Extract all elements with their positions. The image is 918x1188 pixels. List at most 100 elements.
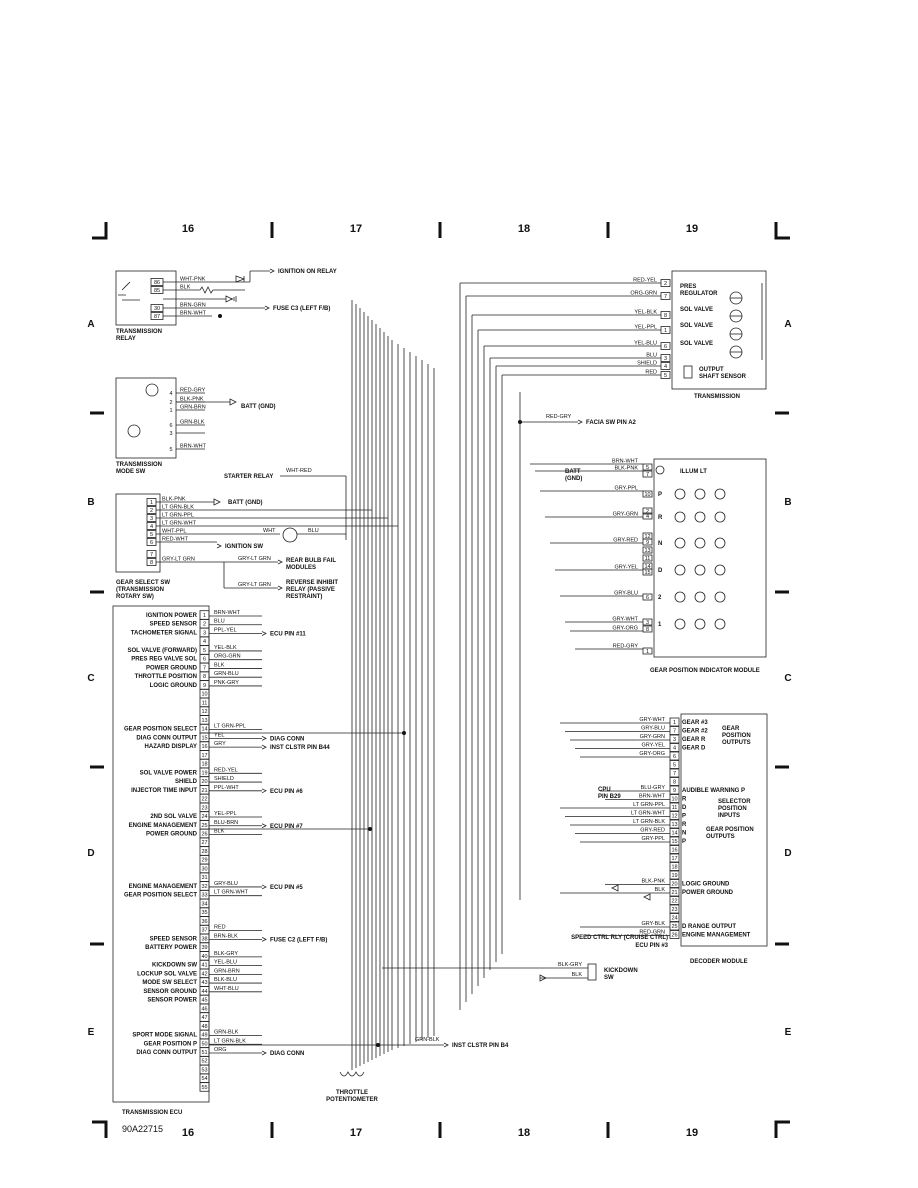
ecu-pin-label: ENGINE MANAGEMENT	[129, 823, 198, 829]
grid-dash-right	[775, 590, 789, 594]
ecu-wire-label: ORG-GRN	[214, 654, 241, 660]
grid-column-label-top: 16	[182, 223, 194, 235]
decoder-wire-label: GRY-YEL	[641, 743, 665, 749]
indicator-led-icon	[714, 537, 726, 549]
ecu-pin-label: THROTTLE POSITION	[135, 674, 197, 680]
inst-clstr-b4-label: INST CLSTR PIN B4	[452, 1043, 509, 1049]
decoder-pin-box	[669, 853, 680, 863]
decoder-wire-label: RED-GRN	[639, 930, 665, 936]
indicator-pin-number: 11	[645, 556, 651, 562]
decoder-pin-box	[669, 887, 680, 897]
indicator-wire-label: BLK-PNK	[614, 466, 638, 472]
decoder-wire-label: GRY-WHT	[639, 717, 665, 723]
decoder-pin-label: P	[682, 814, 686, 820]
ecu-wire-label: RED-YEL	[214, 767, 238, 773]
indicator-pin-number: 9	[646, 540, 649, 546]
decoder-pin-label: D	[682, 805, 687, 811]
grid-row-letter-left: D	[87, 848, 94, 859]
potentiometer-icon	[339, 1071, 365, 1077]
gear-select-dest-ignition: IGNITION SW	[225, 544, 263, 550]
ecu-pin-number: 15	[201, 735, 207, 741]
ecu-pin-label: MODE SW SELECT	[142, 980, 197, 986]
indicator-pin-box	[642, 546, 653, 554]
relay-coil-icon	[118, 281, 140, 301]
grid-row-letter-left: B	[87, 497, 94, 508]
decoder-pin-number: 5	[673, 763, 676, 769]
gear-indicator-module-label: GEAR POSITION INDICATOR MODULE	[650, 668, 760, 674]
ecu-pin-number: 24	[201, 814, 207, 820]
ecu-pin-destination: ECU PIN #6	[270, 789, 303, 795]
ecu-pin-number: 8	[203, 674, 206, 680]
transmission-relay-box	[115, 270, 177, 326]
grid-tick-top	[438, 222, 442, 238]
decoder-wire-label: LT GRN-WHT	[631, 811, 666, 817]
ecu-pin-number: 51	[201, 1050, 207, 1056]
decoder-pin-box	[669, 921, 680, 931]
ecu-pin-label: SENSOR POWER	[147, 998, 197, 1004]
ecu-pin-number: 16	[201, 744, 207, 750]
wire-wht-label: WHT	[263, 528, 276, 534]
ecu-pin-box	[199, 1082, 210, 1092]
ecu-pin-label: SENSOR GROUND	[143, 989, 197, 995]
transmission-wire-label: RED-YEL	[633, 278, 657, 284]
decoder-pin-label: POWER GROUND	[682, 890, 734, 896]
gear-select-pin-number: 8	[150, 560, 153, 566]
grid-row-letter-right: A	[784, 319, 791, 330]
decoder-wire-label: BLK-PNK	[641, 879, 665, 885]
indicator-wire-label: GRY-PPL	[614, 486, 638, 492]
connector-arrow-icon	[261, 744, 267, 750]
gear-select-pin-box	[146, 550, 157, 558]
decoder-pin-label: GEAR D	[682, 746, 706, 752]
ecu-pin-number: 17	[201, 753, 207, 759]
inst-clstr-b4-wire: GRN-BLK	[415, 1037, 440, 1043]
ecu-wire-label: BLK	[214, 662, 225, 668]
decoder-pin-number: 7	[673, 729, 676, 735]
indicator-led-icon	[714, 511, 726, 523]
decoder-pin-number: 8	[673, 780, 676, 786]
ground-icon	[611, 884, 619, 892]
indicator-led-icon	[714, 591, 726, 603]
decoder-pin-box	[669, 794, 680, 803]
connector-arrow-icon	[277, 585, 283, 591]
decoder-wire-label: GRY-BLU	[641, 726, 665, 732]
ecu-pin-label: KICKDOWN SW	[152, 963, 197, 969]
ecu-wire-label: YEL	[214, 732, 224, 738]
transmission-mode-sw-box	[115, 377, 177, 459]
decoder-pin-box	[669, 836, 680, 846]
grid-column-label-top: 17	[350, 223, 362, 235]
ecu-wire-label: BRN-WHT	[214, 610, 241, 616]
led-icon	[127, 424, 141, 438]
indicator-letter: D	[658, 568, 663, 574]
wire-blu-label: BLU	[308, 528, 319, 534]
ecu-pin-label: SOL VALVE (FORWARD)	[127, 648, 197, 654]
decoder-pin-box	[669, 726, 680, 735]
grid-dash-right	[775, 942, 789, 946]
indicator-led-icon	[674, 488, 686, 500]
decoder-pin-number: 3	[673, 737, 676, 743]
decoder-pin-box	[669, 904, 680, 914]
sensor-icon	[683, 365, 693, 379]
indicator-led-icon	[694, 618, 706, 630]
ecu-pin-label: SPEED SENSOR	[150, 622, 198, 628]
connector-arrow-icon	[261, 884, 267, 890]
ecu-wire-label: ORG	[214, 1047, 227, 1053]
gear-select-pin-number: 5	[150, 532, 153, 538]
decoder-pin-label: GEAR #3	[682, 720, 708, 726]
decoder-pin-box	[669, 751, 680, 761]
decoder-pin-number: 4	[673, 746, 676, 752]
ecu-pin-destination: FUSE C2 (LEFT F/B)	[270, 937, 327, 943]
ecu-pin-number: 13	[201, 718, 207, 724]
ecu-pin-destination: ECU PIN #5	[270, 885, 303, 891]
ecu-pin3-label: ECU PIN #3	[635, 943, 668, 949]
indicator-pin-number: 4	[646, 514, 649, 520]
decoder-pin-box	[669, 734, 680, 744]
ecu-wire-label: YEL-BLK	[214, 645, 237, 651]
ecu-pin-number: 46	[201, 1006, 207, 1012]
ecu-pin-number: 7	[203, 665, 206, 671]
